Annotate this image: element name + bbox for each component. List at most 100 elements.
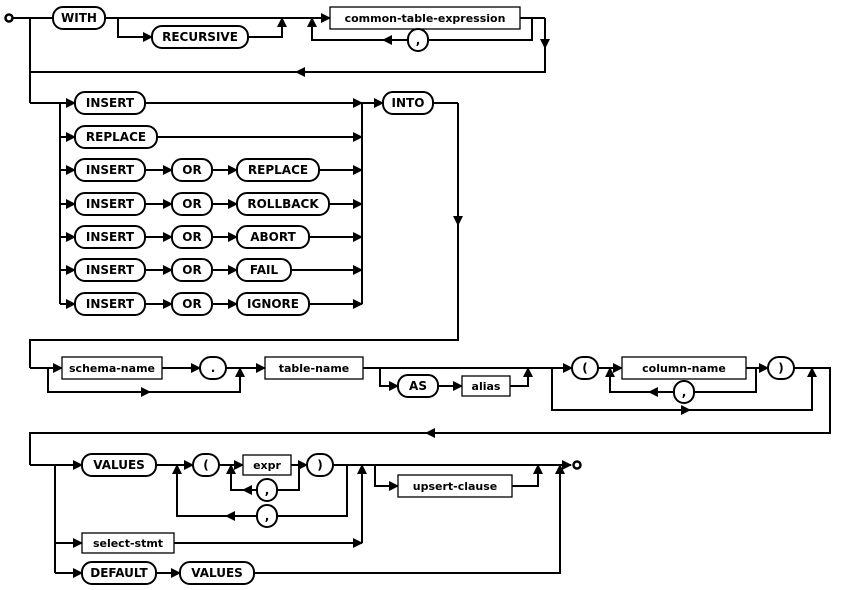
- insert-box-3: [74, 192, 146, 216]
- nonterminal-expr[interactable]: expr: [242, 454, 292, 476]
- select-stmt-box[interactable]: [81, 532, 175, 554]
- insert-box-4: [74, 225, 146, 249]
- cte-comma-separator: ,: [407, 28, 429, 52]
- or-box-4: [171, 258, 213, 282]
- dot-box: [199, 356, 227, 380]
- insert-box-6: [74, 292, 146, 316]
- as-box: [397, 374, 439, 398]
- cte-box[interactable]: [329, 6, 521, 30]
- column-name-label: column-name: [642, 362, 726, 375]
- column-lparen-label: (: [582, 361, 587, 375]
- connector-lines: [12, 17, 831, 573]
- values-lparen-box: [192, 453, 220, 477]
- column-lparen-box: [571, 356, 599, 380]
- alias-label: alias: [472, 380, 501, 393]
- alt-replace: REPLACE: [74, 125, 158, 149]
- or-label-5: OR: [182, 297, 201, 311]
- default-box: [81, 561, 157, 585]
- alt-insert: INSERT: [74, 91, 146, 115]
- or-box-2: [171, 192, 213, 216]
- ignore-box: [236, 292, 310, 316]
- insert-label-5: INSERT: [86, 263, 135, 277]
- nonterminal-schema-name[interactable]: schema-name: [61, 356, 163, 380]
- keyword-into: INTO: [382, 91, 434, 115]
- or-label-2: OR: [182, 197, 201, 211]
- column-comma-separator: ,: [673, 380, 695, 404]
- replace-label-1: REPLACE: [86, 130, 146, 144]
- fail-box: [236, 258, 292, 282]
- diagram-end-terminal: [572, 460, 582, 470]
- keyword-default-values: VALUES: [179, 561, 255, 585]
- column-comma-label: ,: [682, 385, 687, 399]
- with-box: [52, 6, 106, 30]
- default-label: DEFAULT: [90, 566, 148, 580]
- column-list-open-paren: (: [571, 356, 599, 380]
- replace-box-2: [236, 158, 320, 182]
- alias-box[interactable]: [461, 375, 511, 397]
- recursive-label: RECURSIVE: [162, 30, 238, 44]
- diagram-start-terminal: [4, 13, 14, 23]
- alt-insert-or-rollback: INSERT OR ROLLBACK: [74, 192, 330, 216]
- column-name-box[interactable]: [621, 356, 747, 380]
- table-name-box[interactable]: [264, 356, 364, 380]
- nonterminal-common-table-expression[interactable]: common-table-expression: [329, 6, 521, 30]
- schema-name-box[interactable]: [61, 356, 163, 380]
- fail-label: FAIL: [250, 263, 279, 277]
- replace-label-2: REPLACE: [248, 163, 308, 177]
- insert-label-2: INSERT: [86, 163, 135, 177]
- tuple-comma-box: [256, 504, 278, 528]
- recursive-box: [151, 25, 249, 49]
- dot-label: .: [211, 361, 216, 375]
- values-close-paren: ): [306, 453, 334, 477]
- or-box-5: [171, 292, 213, 316]
- keyword-default: DEFAULT: [81, 561, 157, 585]
- abort-box: [236, 225, 310, 249]
- into-box: [382, 91, 434, 115]
- nonterminal-alias[interactable]: alias: [461, 375, 511, 397]
- values-open-paren: (: [192, 453, 220, 477]
- rollback-label: ROLLBACK: [247, 197, 319, 211]
- keyword-values: VALUES: [81, 453, 157, 477]
- nonterminal-upsert-clause[interactable]: upsert-clause: [397, 474, 513, 498]
- default-values-box: [179, 561, 255, 585]
- column-rparen-box: [767, 356, 795, 380]
- values-rparen-label: ): [317, 458, 322, 472]
- insert-box-5: [74, 258, 146, 282]
- cte-comma-box: [407, 28, 429, 52]
- tuple-comma-separator: ,: [256, 504, 278, 528]
- nonterminal-table-name[interactable]: table-name: [264, 356, 364, 380]
- left-arrowheads: [225, 35, 658, 521]
- tuple-comma-label: ,: [265, 509, 270, 523]
- ignore-label: IGNORE: [247, 297, 299, 311]
- schema-name-label: schema-name: [69, 362, 155, 375]
- column-comma-box: [673, 380, 695, 404]
- insert-label-4: INSERT: [86, 230, 135, 244]
- alt-insert-or-replace: INSERT OR REPLACE: [74, 158, 320, 182]
- expr-comma-separator: ,: [256, 478, 278, 502]
- column-list-close-paren: ): [767, 356, 795, 380]
- with-label: WITH: [61, 11, 97, 25]
- dot-separator: .: [199, 356, 227, 380]
- into-label: INTO: [392, 96, 425, 110]
- nonterminal-select-stmt[interactable]: select-stmt: [81, 532, 175, 554]
- insert-box-2: [74, 158, 146, 182]
- replace-box-1: [74, 125, 158, 149]
- or-box-3: [171, 225, 213, 249]
- abort-label: ABORT: [250, 230, 296, 244]
- alt-insert-or-fail: INSERT OR FAIL: [74, 258, 292, 282]
- keyword-with: WITH: [52, 6, 106, 30]
- alt-insert-or-ignore: INSERT OR IGNORE: [74, 292, 310, 316]
- upsert-clause-box[interactable]: [397, 474, 513, 498]
- expr-box[interactable]: [242, 454, 292, 476]
- values-lparen-label: (: [203, 458, 208, 472]
- keyword-recursive: RECURSIVE: [151, 25, 249, 49]
- or-label-1: OR: [182, 163, 201, 177]
- expr-comma-label: ,: [265, 483, 270, 497]
- nonterminal-column-name[interactable]: column-name: [621, 356, 747, 380]
- insert-label-6: INSERT: [86, 297, 135, 311]
- or-box-1: [171, 158, 213, 182]
- rollback-box: [236, 192, 330, 216]
- as-label: AS: [409, 379, 427, 393]
- default-values-label: VALUES: [191, 566, 243, 580]
